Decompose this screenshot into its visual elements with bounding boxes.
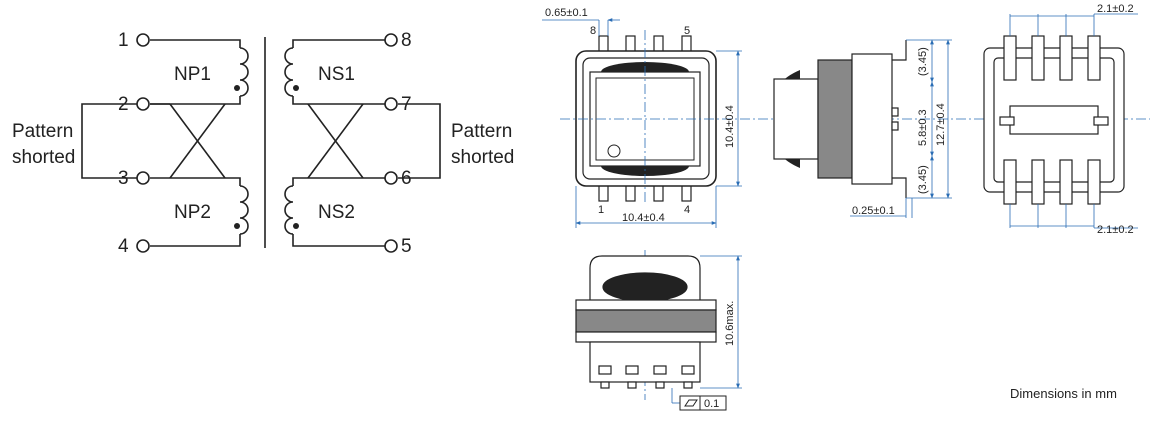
coplanarity-callout: 0.1	[679, 395, 727, 411]
pin-1-terminal	[136, 33, 150, 47]
left-note-line2: shorted	[12, 147, 75, 168]
pin-3-terminal	[136, 171, 150, 185]
body-width-dim: 10.4±0.4	[622, 212, 665, 224]
units-note: Dimensions in mm	[1010, 386, 1117, 401]
pin-8-label: 8	[401, 30, 412, 51]
ns2-label: NS2	[318, 202, 355, 223]
pin-pitch-bottom-dim: 2.1±0.2	[1097, 224, 1134, 236]
left-note-line1: Pattern	[12, 121, 73, 142]
bottom-view-dims	[1009, 13, 1138, 229]
np2-label: NP2	[174, 202, 211, 223]
pin-4-terminal	[136, 239, 150, 253]
pin-1-label: 1	[118, 30, 129, 51]
pin-pitch-span-dim: 5.8±0.3	[917, 109, 929, 146]
ns1-label: NS1	[318, 64, 355, 85]
side-ref-bottom-dim: (3.45)	[917, 165, 929, 194]
pin-width-dim: 0.65±0.1	[545, 7, 588, 19]
right-note-line1: Pattern	[451, 121, 512, 142]
front-view	[575, 255, 717, 389]
bottom-pin-1-label: 1	[598, 204, 604, 216]
pin-7-label: 7	[401, 94, 412, 115]
cross-right-b	[307, 103, 364, 179]
right-short-loop	[398, 103, 441, 179]
height-max-dim: 10.6max.	[724, 301, 736, 346]
pin-6-label: 6	[401, 168, 412, 189]
body-height-dim: 10.4±0.4	[724, 105, 736, 148]
top-pin-8-label: 8	[590, 25, 596, 37]
top-pin-5-label: 5	[684, 25, 690, 37]
bottom-view	[983, 35, 1125, 205]
np1-winding	[150, 39, 249, 105]
np1-dot	[234, 85, 240, 91]
lead-thickness-dim: 0.25±0.1	[852, 205, 895, 217]
flatness-icon	[684, 399, 698, 407]
ns1-dot	[293, 85, 299, 91]
ns2-dot	[293, 223, 299, 229]
pin-5-terminal	[384, 239, 398, 253]
schematic	[81, 33, 441, 253]
left-short-loop	[81, 103, 137, 179]
ns2-winding	[284, 177, 385, 247]
np2-dot	[234, 223, 240, 229]
pin-3-label: 3	[118, 168, 129, 189]
pin-8-terminal	[384, 33, 398, 47]
right-note-line2: shorted	[451, 147, 514, 168]
ns1-winding	[284, 39, 385, 105]
overall-length-dim: 12.7±0.4	[935, 103, 947, 146]
pin-4-label: 4	[118, 236, 129, 257]
pin-6-terminal	[384, 171, 398, 185]
np1-label: NP1	[174, 64, 211, 85]
top-view: 0.65±0.1 8 5 1 4 10.4±0.4 10.4±0.4	[542, 7, 1150, 400]
front-view-dims	[671, 255, 742, 404]
cross-left-b	[169, 103, 226, 179]
pin-2-terminal	[136, 97, 150, 111]
pin-5-label: 5	[401, 236, 412, 257]
bottom-pin-4-label: 4	[684, 204, 690, 216]
side-view: (3.45) (3.45) 5.8±0.3 12.7±0.4 0.25±0.1	[773, 39, 952, 218]
pin-7-terminal	[384, 97, 398, 111]
pin-2-label: 2	[118, 94, 129, 115]
np2-winding	[150, 177, 249, 247]
pin-pitch-top-dim: 2.1±0.2	[1097, 3, 1134, 15]
coplanarity-value: 0.1	[704, 398, 719, 410]
side-ref-top-dim: (3.45)	[917, 47, 929, 76]
